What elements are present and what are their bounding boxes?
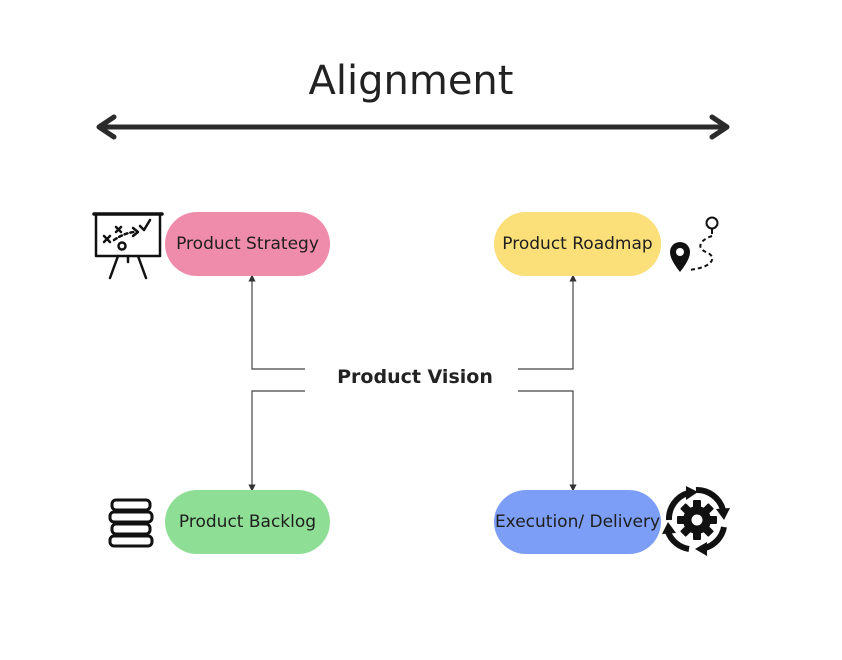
alignment-double-arrow [96, 114, 730, 140]
connector-vision-strategy [248, 274, 305, 370]
node-product-backlog: Product Backlog [165, 490, 330, 554]
connector-vision-roadmap [518, 274, 577, 370]
diagram-title: Alignment [308, 58, 514, 104]
node-label: Execution/ Delivery [494, 512, 661, 532]
connector-vision-backlog [248, 390, 305, 492]
node-label: Product Roadmap [502, 234, 653, 254]
stack-icon [108, 498, 154, 548]
gear-cycle-icon [662, 486, 730, 556]
node-product-strategy: Product Strategy [165, 212, 330, 276]
route-pin-icon [670, 216, 719, 272]
node-label: Product Strategy [176, 234, 319, 254]
center-node-product-vision: Product Vision [337, 366, 493, 388]
strategy-board-icon [92, 212, 164, 280]
node-label: Product Backlog [178, 512, 317, 532]
connector-vision-delivery [518, 390, 577, 492]
node-product-roadmap: Product Roadmap [494, 212, 661, 276]
node-execution-delivery: Execution/ Delivery [494, 490, 661, 554]
